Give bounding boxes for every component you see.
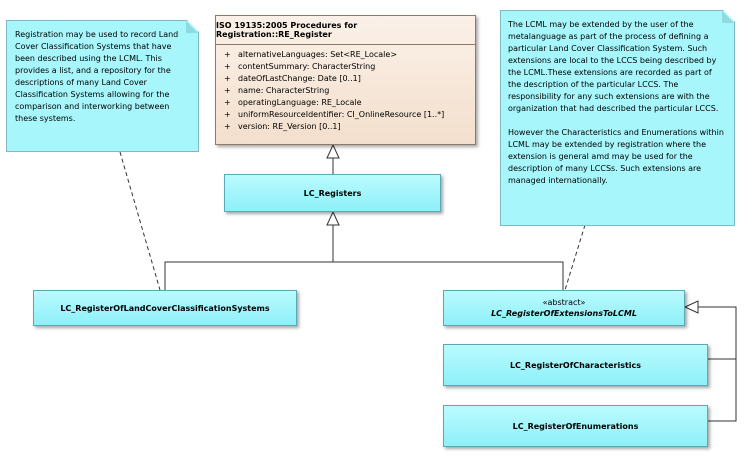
note-lcml-extensions-paragraph-2: However the Characteristics and Enumerat… bbox=[508, 128, 724, 185]
class-lc-register-of-land-cover-classification-systems[interactable]: LC_RegisterOfLandCoverClassificationSyst… bbox=[33, 290, 297, 326]
attribute-row: + name: CharacterString bbox=[224, 85, 475, 97]
attribute-text: contentSummary: CharacterString bbox=[238, 62, 376, 71]
class-lc-register-of-extensions-to-lcml[interactable]: «abstract» LC_RegisterOfExtensionsToLCML bbox=[443, 290, 685, 326]
attribute-text: uniformResourceIdentifier: CI_OnlineReso… bbox=[238, 110, 445, 119]
note-lccs-registration: Registration may be used to record Land … bbox=[6, 20, 199, 152]
visibility-marker: + bbox=[224, 86, 231, 95]
attribute-row: + uniformResourceIdentifier: CI_OnlineRes… bbox=[224, 109, 475, 121]
visibility-marker: + bbox=[224, 74, 231, 83]
generalization-arrowhead-extensions bbox=[683, 300, 699, 314]
class-re-register[interactable]: ISO 19135:2005 Procedures for Registrati… bbox=[215, 15, 476, 145]
attribute-text: alternativeLanguages: Set<RE_Locale> bbox=[238, 50, 398, 59]
class-lc-registers-name: LC_Registers bbox=[303, 188, 362, 198]
attribute-text: version: RE_Version [0..1] bbox=[238, 122, 341, 131]
class-lc-register-lccs-name: LC_RegisterOfLandCoverClassificationSyst… bbox=[60, 303, 270, 313]
attribute-row: + contentSummary: CharacterString bbox=[224, 61, 475, 73]
generalization-extensions-to-registers bbox=[333, 261, 564, 290]
generalization-arrowhead-registers bbox=[326, 210, 340, 226]
attribute-row: + alternativeLanguages: Set<RE_Locale> bbox=[224, 49, 475, 61]
visibility-marker: + bbox=[224, 50, 231, 59]
class-lc-register-of-characteristics[interactable]: LC_RegisterOfCharacteristics bbox=[443, 344, 708, 386]
generalization-characteristics-to-extensions bbox=[698, 306, 737, 360]
note-lcml-extensions-paragraph-1: The LCML may be extended by the user of … bbox=[508, 20, 719, 113]
attribute-row: + dateOfLastChange: Date [0..1] bbox=[224, 73, 475, 85]
generalization-arrowhead-re-register bbox=[326, 143, 340, 159]
class-lc-registers[interactable]: LC_Registers bbox=[224, 174, 441, 212]
class-lc-register-enumerations-name: LC_RegisterOfEnumerations bbox=[512, 421, 639, 431]
attribute-text: dateOfLastChange: Date [0..1] bbox=[238, 74, 361, 83]
note-lcml-extensions: The LCML may be extended by the user of … bbox=[500, 10, 735, 226]
generalization-lccs-to-registers bbox=[164, 225, 334, 290]
stereotype-abstract: «abstract» bbox=[542, 298, 586, 307]
visibility-marker: + bbox=[224, 98, 231, 107]
note-lccs-registration-text: Registration may be used to record Land … bbox=[15, 30, 179, 123]
class-re-register-attributes: + alternativeLanguages: Set<RE_Locale> + c… bbox=[216, 45, 475, 133]
visibility-marker: + bbox=[224, 110, 231, 119]
class-lc-register-extensions-name: LC_RegisterOfExtensionsToLCML bbox=[491, 309, 637, 318]
class-lc-register-characteristics-name: LC_RegisterOfCharacteristics bbox=[509, 360, 642, 370]
class-re-register-title: ISO 19135:2005 Procedures for Registrati… bbox=[216, 16, 475, 45]
attribute-row: + operatingLanguage: RE_Locale bbox=[224, 97, 475, 109]
attribute-text: operatingLanguage: RE_Locale bbox=[238, 98, 362, 107]
visibility-marker: + bbox=[224, 62, 231, 71]
visibility-marker: + bbox=[224, 122, 231, 131]
generalization-enumerations-to-extensions bbox=[708, 359, 737, 422]
note-left-anchor bbox=[119, 151, 161, 291]
note-right-anchor bbox=[564, 224, 586, 291]
attribute-text: name: CharacterString bbox=[238, 86, 330, 95]
attribute-row: + version: RE_Version [0..1] bbox=[224, 121, 475, 133]
class-lc-register-of-enumerations[interactable]: LC_RegisterOfEnumerations bbox=[443, 405, 708, 447]
